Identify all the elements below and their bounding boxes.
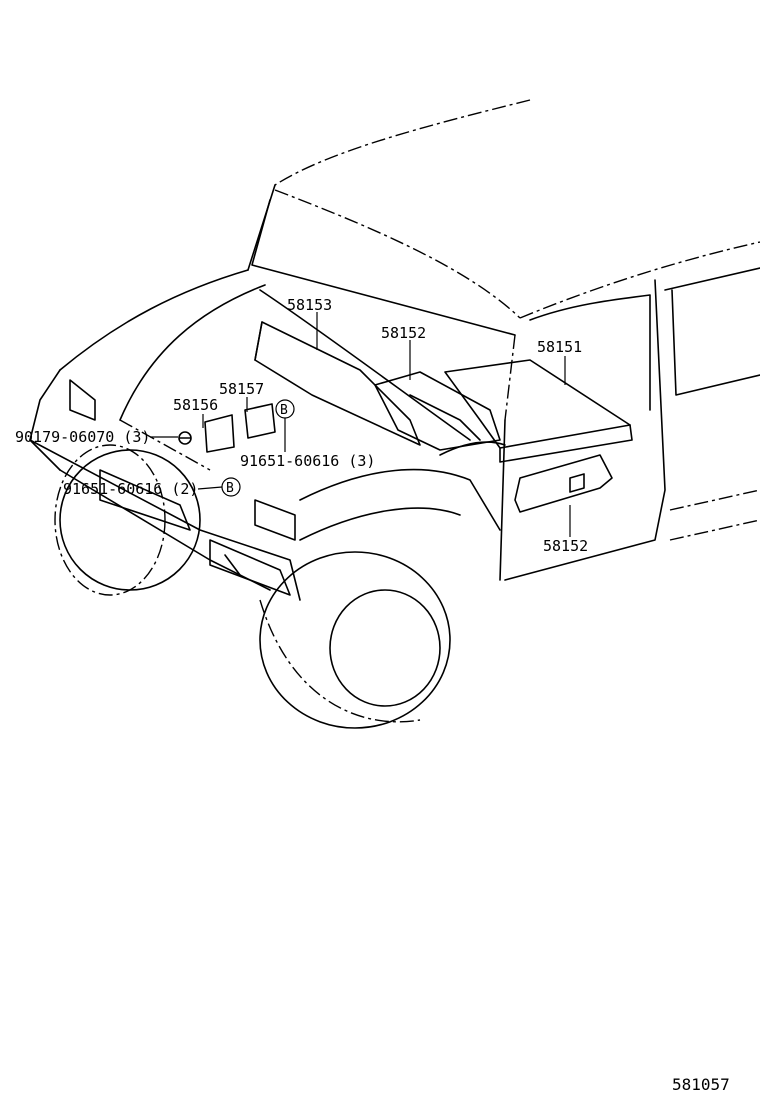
callout-58152-lower: 58152: [543, 537, 588, 555]
vehicle-outline: [29, 99, 760, 729]
insulator-parts: [178, 321, 633, 513]
callout-91651-60616-3: 91651-60616 (3): [240, 452, 375, 470]
leader-lines: [150, 312, 571, 537]
svg-text:B: B: [226, 481, 234, 496]
callout-91651-60616-2: 91651-60616 (2): [63, 480, 198, 498]
callout-58151: 58151: [537, 338, 582, 356]
callout-labels: 58153 58152 58151 58157 58156 90179-0607…: [15, 296, 588, 555]
reference-marker-b-lower: B: [221, 477, 241, 497]
figure-number: 581057: [672, 1075, 730, 1094]
svg-text:B: B: [280, 403, 288, 418]
callout-58153: 58153: [287, 296, 332, 314]
callout-58157: 58157: [219, 380, 264, 398]
callout-58152-upper: 58152: [381, 324, 426, 342]
callout-58156: 58156: [173, 396, 218, 414]
reference-marker-b-upper: B: [275, 399, 295, 419]
callout-90179-06070: 90179-06070 (3): [15, 428, 150, 446]
